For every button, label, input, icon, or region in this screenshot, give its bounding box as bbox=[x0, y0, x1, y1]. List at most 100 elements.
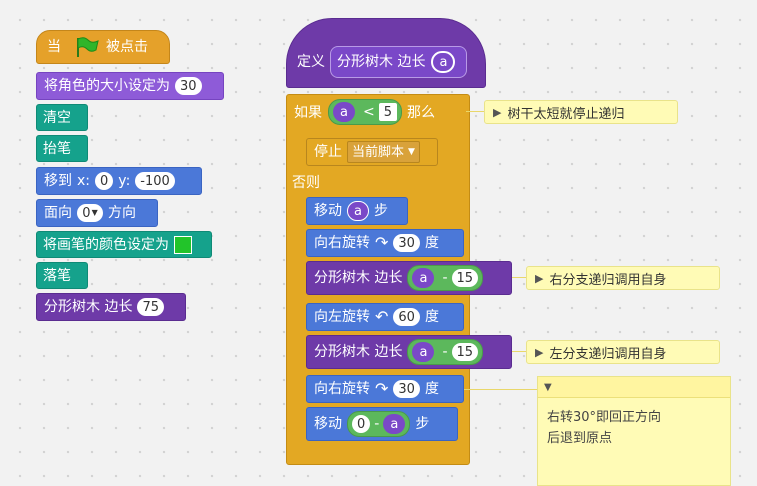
minus-operator-3[interactable]: 0 - a bbox=[347, 411, 411, 437]
less-than-symbol: < bbox=[363, 104, 375, 120]
comment-text-2: 右分支递归调用自身 bbox=[549, 272, 667, 288]
point-direction-block[interactable]: 面向 0 ▼ 方向 bbox=[36, 199, 158, 227]
dropdown-arrow-icon: ▼ bbox=[408, 146, 415, 157]
point-suffix-label: 方向 bbox=[108, 205, 136, 221]
minus-symbol-3: - bbox=[374, 416, 380, 432]
comment-collapse-arrow-icon[interactable]: ▶ bbox=[493, 105, 502, 119]
comment-connector-2 bbox=[512, 277, 526, 278]
stop-option-value: 当前脚本 bbox=[352, 144, 405, 160]
comment-header[interactable]: ▼ bbox=[538, 377, 730, 398]
goto-x-label: x: bbox=[77, 173, 91, 189]
comment-left-branch[interactable]: ▶ 左分支递归调用自身 bbox=[526, 340, 720, 364]
minus-operator-1[interactable]: a - 15 bbox=[407, 265, 484, 291]
set-size-input[interactable]: 30 bbox=[175, 77, 202, 95]
turn-left-input[interactable]: 60 bbox=[393, 308, 420, 326]
then-label: 那么 bbox=[407, 105, 436, 121]
goto-label: 移到 bbox=[44, 173, 72, 189]
if-label: 如果 bbox=[294, 105, 322, 121]
if-header: 如果 a < 5 那么 bbox=[294, 98, 435, 126]
comment-return-origin[interactable]: ▼ 右转30°即回正方向 后退到原点 bbox=[537, 376, 731, 486]
point-direction-input[interactable]: 0 ▼ bbox=[77, 204, 103, 222]
goto-y-input[interactable]: -100 bbox=[135, 172, 175, 190]
move-back-block[interactable]: 移动 0 - a 步 bbox=[306, 407, 458, 441]
turn-right-suffix-1: 度 bbox=[424, 235, 439, 251]
turn-left-suffix: 度 bbox=[424, 309, 439, 325]
turn-right-input-1[interactable]: 30 bbox=[393, 234, 420, 252]
call2-value-input[interactable]: 15 bbox=[451, 343, 479, 361]
cond-value-input[interactable]: 5 bbox=[378, 103, 398, 121]
turn-right-suffix-2: 度 bbox=[424, 381, 439, 397]
define-proto[interactable]: 分形树木 边长 a bbox=[330, 46, 468, 78]
stop-block[interactable]: 停止 当前脚本 ▼ bbox=[306, 138, 438, 166]
set-size-label: 将角色的大小设定为 bbox=[44, 78, 170, 94]
comment-collapse-arrow-icon[interactable]: ▼ bbox=[544, 381, 552, 393]
call1-label: 分形树木 边长 bbox=[314, 270, 403, 286]
call2-param-a: a bbox=[412, 342, 435, 362]
set-size-block[interactable]: 将角色的大小设定为 30 bbox=[36, 72, 224, 100]
point-label: 面向 bbox=[44, 205, 72, 221]
define-label: 定义 bbox=[297, 54, 325, 70]
pen-up-label: 抬笔 bbox=[43, 140, 71, 157]
stop-label: 停止 bbox=[314, 144, 342, 160]
goto-xy-block[interactable]: 移到 x: 0 y: -100 bbox=[36, 167, 202, 195]
comment-text-1: 树干太短就停止递归 bbox=[507, 106, 625, 122]
define-proc-name: 分形树木 边长 bbox=[337, 54, 426, 70]
goto-y-label: y: bbox=[118, 173, 131, 189]
pen-up-block[interactable]: 抬笔 bbox=[36, 135, 88, 162]
turn-left-block[interactable]: 向左旋转 ↶ 60 度 bbox=[306, 303, 464, 331]
turn-right-label-1: 向右旋转 bbox=[314, 235, 370, 251]
comment-right-branch[interactable]: ▶ 右分支递归调用自身 bbox=[526, 266, 720, 290]
move-steps-block[interactable]: 移动 a 步 bbox=[306, 197, 408, 225]
when-flag-clicked-block[interactable]: 当 被点击 bbox=[36, 30, 170, 64]
else-label: 否则 bbox=[292, 175, 320, 191]
set-pen-color-label: 将画笔的颜色设定为 bbox=[43, 236, 169, 253]
comment-connector-4 bbox=[464, 389, 538, 390]
move-label: 移动 bbox=[314, 203, 342, 219]
call2-label: 分形树木 边长 bbox=[314, 344, 403, 360]
call1-param-a: a bbox=[412, 268, 435, 288]
call-fractal-tree-label: 分形树木 边长 bbox=[44, 299, 133, 315]
define-block[interactable]: 定义 分形树木 边长 a bbox=[286, 18, 486, 88]
pen-color-swatch[interactable] bbox=[174, 235, 192, 254]
comment-text-3: 左分支递归调用自身 bbox=[549, 346, 667, 362]
turn-counterclockwise-icon: ↶ bbox=[375, 307, 389, 326]
move2-label: 移动 bbox=[314, 416, 342, 432]
move2-param-a: a bbox=[383, 414, 406, 434]
move2-value-input[interactable]: 0 bbox=[352, 415, 371, 433]
point-direction-value: 0 bbox=[82, 205, 91, 221]
call1-value-input[interactable]: 15 bbox=[451, 269, 479, 287]
minus-symbol-1: - bbox=[442, 270, 448, 286]
turn-right-label-2: 向右旋转 bbox=[314, 381, 370, 397]
move-suffix: 步 bbox=[374, 203, 388, 219]
pen-down-label: 落笔 bbox=[43, 267, 71, 284]
turn-clockwise-icon: ↷ bbox=[375, 379, 389, 398]
set-pen-color-block[interactable]: 将画笔的颜色设定为 bbox=[36, 231, 212, 258]
minus-operator-2[interactable]: a - 15 bbox=[407, 339, 484, 365]
define-param-a[interactable]: a bbox=[431, 51, 456, 73]
turn-right-block-2[interactable]: 向右旋转 ↷ 30 度 bbox=[306, 375, 464, 403]
less-than-operator[interactable]: a < 5 bbox=[328, 99, 403, 125]
pen-down-block[interactable]: 落笔 bbox=[36, 262, 88, 289]
move-param-a[interactable]: a bbox=[347, 201, 369, 221]
comment-connector-3 bbox=[512, 351, 526, 352]
comment-collapse-arrow-icon[interactable]: ▶ bbox=[535, 345, 544, 359]
call-fractal-tree-right-branch[interactable]: 分形树木 边长 a - 15 bbox=[306, 261, 512, 295]
turn-clockwise-icon: ↷ bbox=[375, 233, 389, 252]
hat-when-label: 当 bbox=[47, 39, 61, 55]
move2-suffix: 步 bbox=[415, 416, 430, 432]
stop-option-dropdown[interactable]: 当前脚本 ▼ bbox=[347, 141, 420, 163]
call-fractal-tree-block[interactable]: 分形树木 边长 75 bbox=[36, 293, 186, 321]
comment-connector-1 bbox=[466, 111, 484, 112]
clear-block[interactable]: 清空 bbox=[36, 104, 88, 131]
cond-param-a: a bbox=[333, 102, 355, 122]
dropdown-arrow-icon: ▼ bbox=[91, 208, 98, 217]
call-length-input[interactable]: 75 bbox=[137, 298, 164, 316]
goto-x-input[interactable]: 0 bbox=[95, 172, 114, 190]
turn-left-label: 向左旋转 bbox=[314, 309, 370, 325]
turn-right-input-2[interactable]: 30 bbox=[393, 380, 420, 398]
comment-collapse-arrow-icon[interactable]: ▶ bbox=[535, 271, 544, 285]
call-fractal-tree-left-branch[interactable]: 分形树木 边长 a - 15 bbox=[306, 335, 512, 369]
turn-right-block-1[interactable]: 向右旋转 ↷ 30 度 bbox=[306, 229, 464, 257]
comment-stop-recursion[interactable]: ▶ 树干太短就停止递归 bbox=[484, 100, 678, 124]
green-flag-icon bbox=[72, 36, 100, 58]
